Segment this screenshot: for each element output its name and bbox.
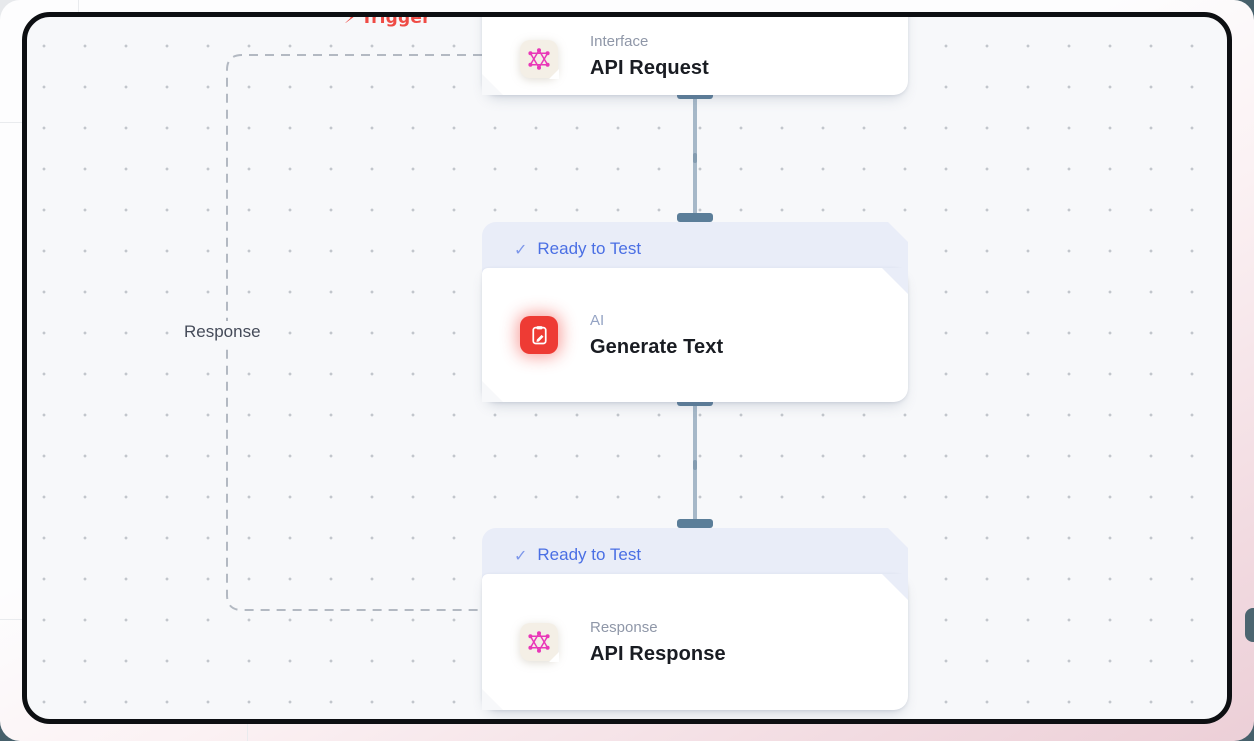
node-corner-fold xyxy=(888,222,908,242)
note-pencil-icon xyxy=(520,316,558,354)
node-corner-fold xyxy=(888,528,908,548)
background-grid-line xyxy=(0,619,22,620)
node-corner-fold xyxy=(882,574,908,600)
node-group-label: AI xyxy=(590,311,605,329)
input-port[interactable] xyxy=(677,213,713,222)
workflow-canvas[interactable]: Response ⚡ Trigger Interface AP xyxy=(22,12,1232,724)
icon-corner-fold xyxy=(549,652,559,662)
response-loop-label: Response xyxy=(179,321,266,343)
node-status-badge: ✓ Ready to Test xyxy=(482,222,908,276)
background-grid-line xyxy=(0,122,22,123)
input-port[interactable] xyxy=(677,519,713,528)
trigger-tag-label: Trigger xyxy=(361,12,431,28)
ready-to-test-label: Ready to Test xyxy=(537,239,642,258)
hexagram-icon xyxy=(520,623,559,662)
node-group-label: Response xyxy=(590,618,658,636)
node-title: API Response xyxy=(590,642,726,665)
node-api-request[interactable]: Interface API Request xyxy=(482,17,908,95)
node-title: API Request xyxy=(590,56,709,79)
background-grid-line xyxy=(247,724,248,741)
node-corner-fold xyxy=(882,268,908,294)
node-corner-fold xyxy=(482,74,503,95)
node-status-badge: ✓ Ready to Test xyxy=(482,528,908,582)
edge-midpoint xyxy=(693,153,697,163)
hexagram-icon xyxy=(520,40,559,79)
check-icon: ✓ xyxy=(514,545,528,565)
ready-to-test-label: Ready to Test xyxy=(537,545,642,564)
edge-midpoint xyxy=(693,460,697,470)
node-corner-fold xyxy=(482,381,503,402)
icon-corner-fold xyxy=(549,69,559,79)
trigger-tag: ⚡ Trigger xyxy=(344,12,431,28)
lightning-icon: ⚡ xyxy=(344,12,357,28)
check-icon: ✓ xyxy=(514,239,528,259)
node-api-response[interactable]: Response API Response xyxy=(482,574,908,710)
response-loop-edge xyxy=(226,54,482,611)
page-edge-accent xyxy=(1245,608,1254,642)
node-generate-text[interactable]: AI Generate Text xyxy=(482,268,908,402)
node-group-label: Interface xyxy=(590,32,649,50)
node-title: Generate Text xyxy=(590,335,724,358)
background-grid-line xyxy=(78,0,79,12)
node-corner-fold xyxy=(482,689,503,710)
